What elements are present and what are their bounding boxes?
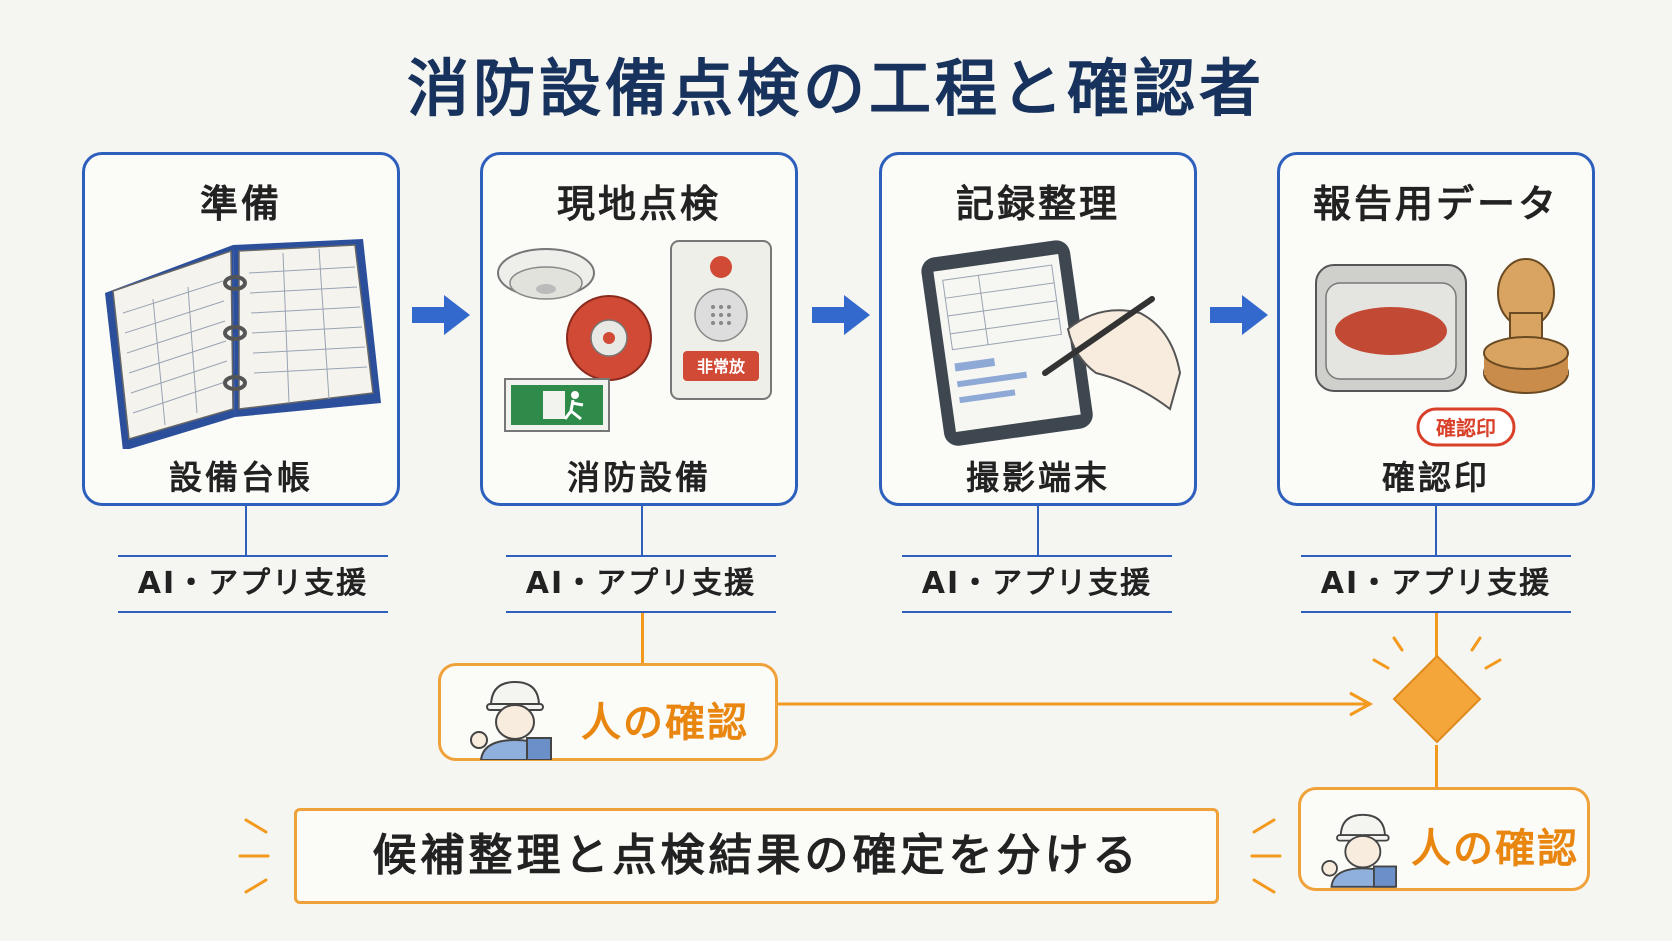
arrow-right-icon (812, 295, 870, 335)
connector-line (245, 506, 247, 556)
connector-line (1435, 745, 1438, 787)
connector-line (1435, 613, 1438, 659)
human-check-label: 人の確認 (581, 700, 749, 746)
arrow-right-icon (778, 691, 1374, 717)
worker-icon (1321, 813, 1397, 888)
connector-line (641, 506, 643, 556)
stage-title: 記録整理 (955, 182, 1120, 226)
human-check-box: 人の確認 (438, 663, 778, 761)
stage-label: 設備台帳 (169, 458, 313, 497)
tablet-icon (921, 240, 1182, 446)
connector-line (1435, 506, 1437, 556)
stamp-icon: 確認印 (1315, 258, 1569, 447)
page-title: 消防設備点検の工程と確認者 (406, 52, 1265, 125)
arrow-right-icon (1210, 295, 1268, 335)
decision-diamond-icon (1372, 636, 1502, 744)
ledger-binder-icon (105, 239, 381, 449)
ai-support-label: AI・アプリ支援 (902, 555, 1172, 613)
stage-record-organizing: 記録整理 撮影端末 (879, 152, 1197, 506)
fire-equipment-icon: 非常放 (497, 240, 772, 432)
stage-title: 現地点検 (556, 182, 721, 226)
stage-onsite-inspection: 現地点検 非常放 消防設備 (480, 152, 798, 506)
stage-title: 報告用データ (1312, 182, 1559, 226)
stage-label: 消防設備 (567, 458, 711, 497)
ai-support-label: AI・アプリ支援 (1301, 555, 1571, 613)
stage-title: 準備 (199, 182, 282, 226)
emphasis-marks-icon (238, 818, 270, 894)
connector-line (1037, 506, 1039, 556)
final-check-box: 人の確認 (1298, 787, 1590, 891)
stage-preparation: 準備 設備台帳 (82, 152, 400, 506)
connector-line (641, 613, 644, 663)
ai-support-label: AI・アプリ支援 (506, 555, 776, 613)
summary-box: 候補整理と点検結果の確定を分ける (294, 808, 1219, 904)
arrow-right-icon (412, 295, 470, 335)
emphasis-marks-icon (1250, 818, 1282, 894)
stage-report-data: 報告用データ 確認印 確認印 (1277, 152, 1595, 506)
stage-label: 確認印 (1382, 458, 1490, 497)
stage-label: 撮影端末 (966, 458, 1110, 497)
seal-text: 確認印 (1436, 416, 1496, 440)
final-check-label: 人の確認 (1411, 826, 1579, 872)
ai-support-label: AI・アプリ支援 (118, 555, 388, 613)
worker-icon (470, 680, 552, 760)
panel-label: 非常放 (697, 357, 746, 376)
